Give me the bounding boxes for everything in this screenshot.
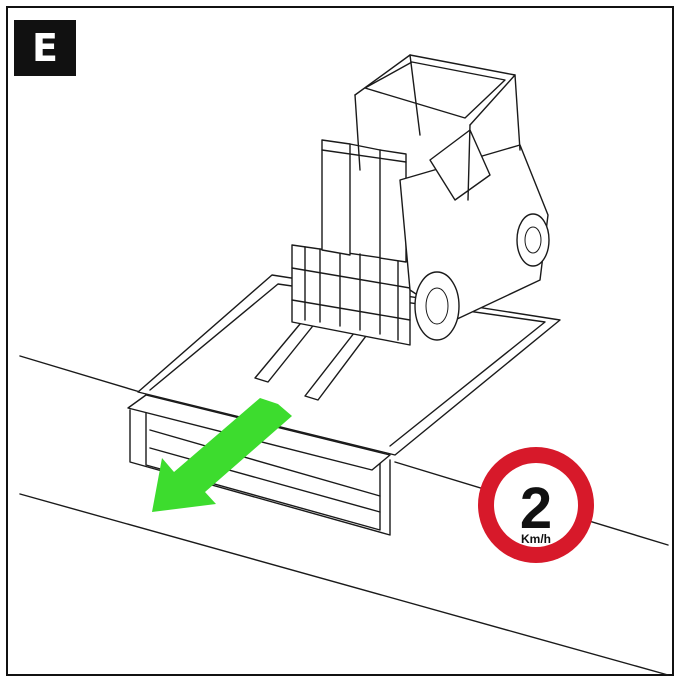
panel-label: E — [14, 20, 76, 76]
direction-arrow — [152, 398, 292, 512]
speed-limit-unit: Km/h — [521, 532, 551, 546]
speed-limit-sign: 2 Km/h — [478, 447, 594, 563]
forklift — [254, 54, 550, 401]
speed-limit-value: 2 — [520, 476, 552, 541]
